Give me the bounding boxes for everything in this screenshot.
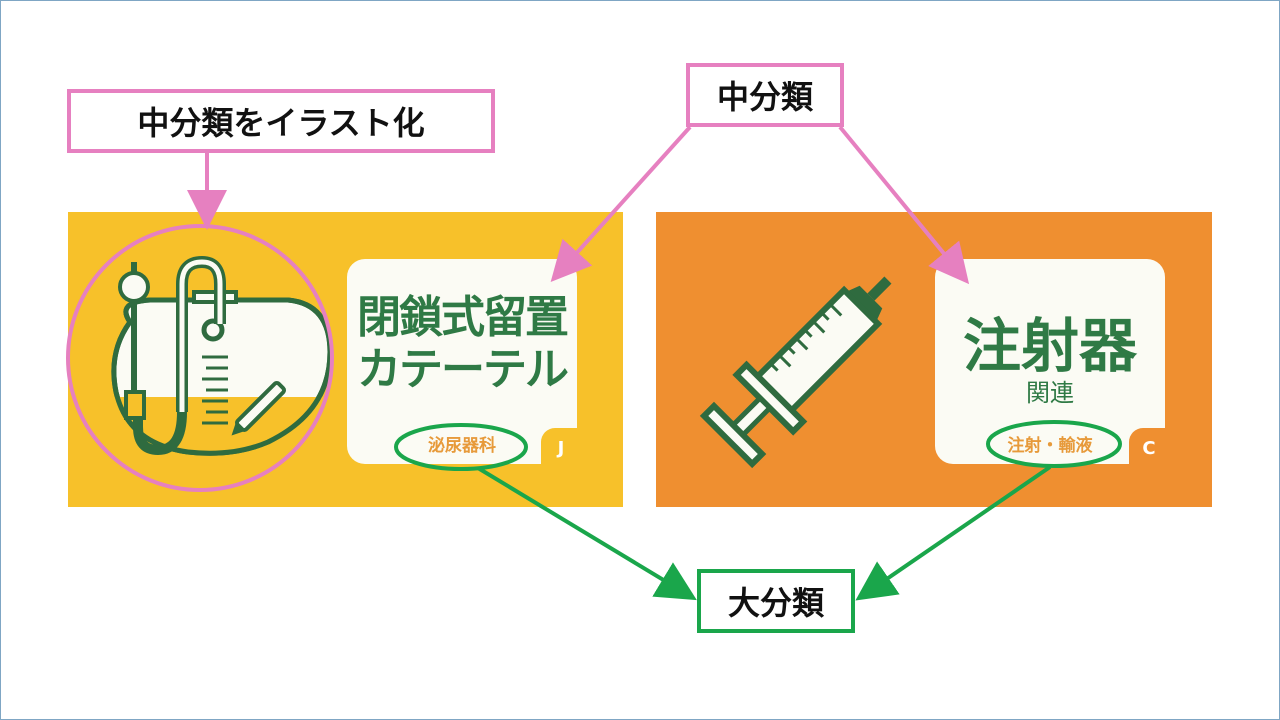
callout-middle-category: 中分類 bbox=[686, 63, 844, 127]
card-code-badge: C bbox=[1129, 428, 1169, 468]
left-category-ellipse bbox=[394, 423, 528, 471]
middle-category-subtitle: 関連 bbox=[1026, 379, 1074, 407]
card-code-badge: J bbox=[541, 428, 581, 468]
urine-bag-icon bbox=[111, 255, 333, 456]
arrow-left-to-major bbox=[476, 466, 697, 601]
card-syringe: 注射器 関連 注射・輸液 C bbox=[656, 212, 1212, 507]
middle-category-title: 注射器 bbox=[962, 312, 1137, 380]
label-panel-left: 閉鎖式留置 カテーテル 泌尿器科 J bbox=[347, 259, 581, 468]
label-panel-right: 注射器 関連 注射・輸液 C bbox=[935, 259, 1169, 468]
arrow-to-right-title bbox=[838, 125, 970, 285]
right-category-ellipse bbox=[986, 420, 1122, 468]
middle-category-title-line2: カテーテル bbox=[357, 344, 569, 395]
syringe-icon bbox=[699, 276, 892, 469]
callout-illustrated-middle-category: 中分類をイラスト化 bbox=[67, 89, 495, 153]
major-category-label: 注射・輸液 bbox=[1007, 436, 1093, 456]
card-urinary-catheter: 閉鎖式留置 カテーテル 泌尿器科 J bbox=[68, 212, 623, 507]
middle-category-title-line1: 閉鎖式留置 bbox=[357, 292, 569, 343]
arrow-right-to-major bbox=[855, 465, 1052, 601]
arrow-to-left-title bbox=[550, 125, 692, 282]
callout-major-category: 大分類 bbox=[697, 569, 855, 633]
major-category-label: 泌尿器科 bbox=[428, 436, 496, 456]
illustration-highlight-circle bbox=[66, 224, 334, 492]
